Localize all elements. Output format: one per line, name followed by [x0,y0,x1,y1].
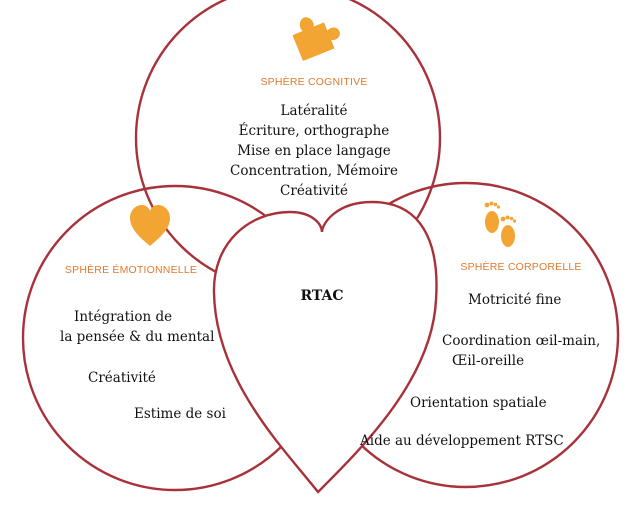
heart-icon [130,205,170,246]
corporal-item: Motricité fine [468,292,561,308]
corporal-item: Orientation spatiale [410,395,547,411]
center-heart-outline [212,200,438,494]
corporal-item: Œil-oreille [452,353,524,369]
cognitive-line: Concentration, Mémoire [230,163,398,179]
puzzle-piece-icon [292,17,340,62]
corporal-header: SPHÈRE CORPORELLE [460,260,581,273]
corporal-item: Aide au développement RTSC [359,433,564,449]
cognitive-line: Créativité [280,183,348,199]
emotional-item: Intégration de [74,309,172,325]
cognitive-line: Latéralité [281,103,348,119]
corporal-item: Coordination œil-main, [442,333,600,349]
footprints-icon [484,201,517,247]
emotional-item: Estime de soi [134,406,227,422]
cognitive-header: SPHÈRE COGNITIVE [260,75,367,88]
emotional-item: la pensée & du mental [60,329,214,345]
cognitive-line: Mise en place langage [237,143,391,159]
cognitive-line: Écriture, orthographe [239,123,390,139]
emotional-item: Créativité [88,370,156,386]
center-label: RTAC [300,288,343,304]
emotional-header: SPHÈRE ÉMOTIONNELLE [65,263,197,276]
